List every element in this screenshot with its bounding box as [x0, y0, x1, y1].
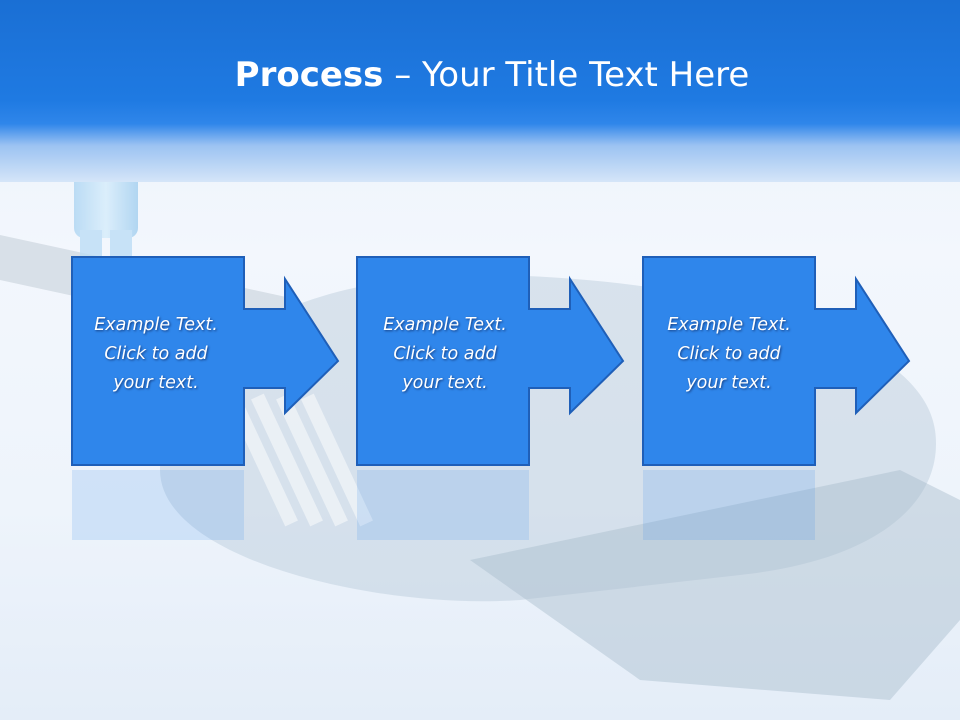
process-step-1[interactable] [71, 256, 340, 466]
slide-title[interactable]: Process – Your Title Text Here [0, 52, 960, 98]
step-2-text[interactable]: Example Text. Click to add your text. [359, 311, 531, 398]
step-2-line-2: Click to add [393, 344, 497, 364]
process-step-3[interactable] [642, 256, 911, 466]
step-3-arrow-shape [642, 256, 911, 466]
step-1-line-2: Click to add [104, 344, 208, 364]
title-bar [0, 0, 960, 182]
step-3-text[interactable]: Example Text. Click to add your text. [643, 311, 815, 398]
step-1-arrow-shape [71, 256, 340, 466]
step-1-line-1: Example Text. [94, 315, 218, 335]
step-2-line-1: Example Text. [383, 315, 507, 335]
step-3-line-2: Click to add [677, 344, 781, 364]
step-1-text[interactable]: Example Text. Click to add your text. [70, 311, 242, 398]
step-2-arrow-shape [356, 256, 625, 466]
step-2-line-3: your text. [402, 373, 488, 393]
process-step-2[interactable] [356, 256, 625, 466]
title-bold-part: Process [234, 55, 384, 95]
step-1-line-3: your text. [113, 373, 199, 393]
title-separator: – [383, 55, 423, 95]
background-shadow-arrow [470, 470, 960, 700]
step-reflections [72, 470, 815, 540]
step-3-line-3: your text. [686, 373, 772, 393]
title-rest: Your Title Text Here [422, 55, 750, 95]
step-3-line-1: Example Text. [667, 315, 791, 335]
